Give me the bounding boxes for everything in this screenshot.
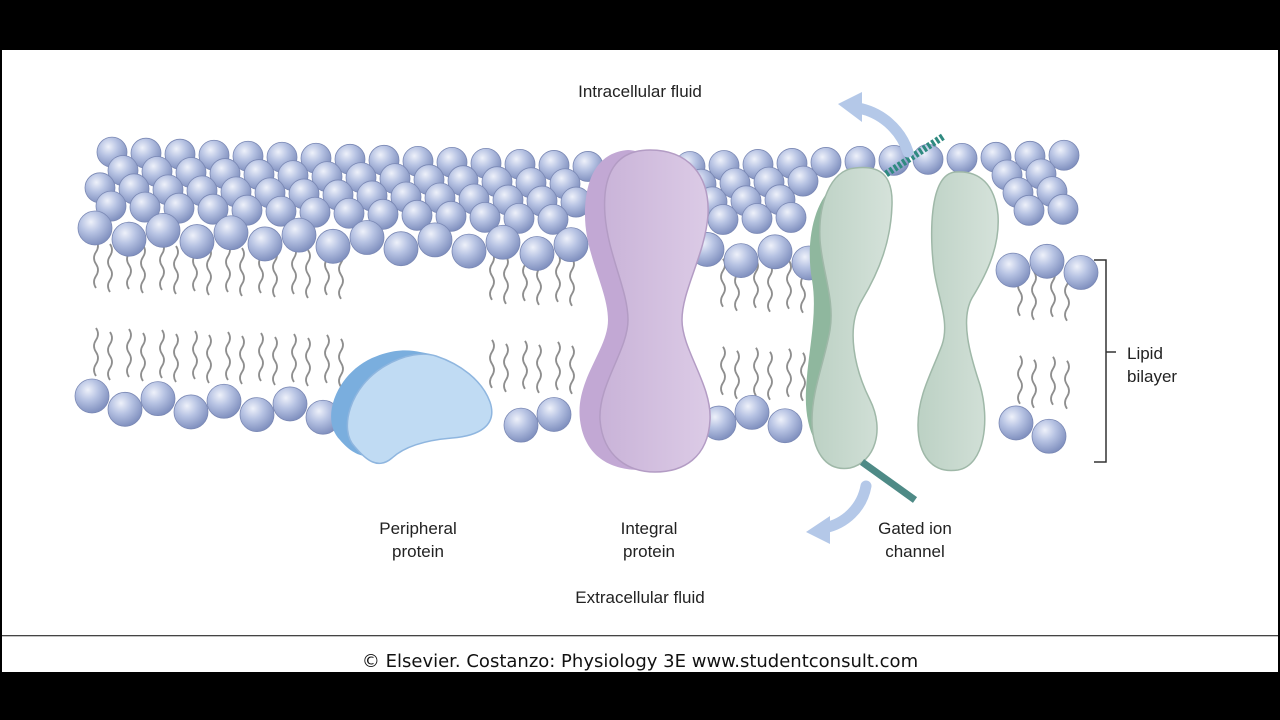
lipid-head-icon <box>214 216 248 250</box>
lipid-head-icon <box>108 392 142 426</box>
bilayer-label-line1: Lipid <box>1127 344 1163 363</box>
lipid-head-icon <box>207 384 241 418</box>
copyright-credit: © Elsevier. Costanzo: Physiology 3E www.… <box>362 651 918 672</box>
lipid-head-icon <box>947 143 977 173</box>
integral-label-line2: protein <box>623 542 675 561</box>
lipid-head-icon <box>1032 419 1066 453</box>
gated-label-line2: channel <box>885 542 945 561</box>
bilayer-label-line2: bilayer <box>1127 367 1177 386</box>
lipid-head-icon <box>384 232 418 266</box>
lipid-head-icon <box>735 395 769 429</box>
lipid-head-icon <box>452 234 486 268</box>
lipid-head-icon <box>418 223 452 257</box>
intracellular-label: Intracellular fluid <box>578 82 702 101</box>
lipid-head-icon <box>1048 194 1078 224</box>
lipid-head-icon <box>504 408 538 442</box>
lipid-head-icon <box>776 202 806 232</box>
lipid-head-icon <box>78 211 112 245</box>
lipid-head-icon <box>180 225 214 259</box>
integral-label-line1: Integral <box>621 519 678 538</box>
lipid-head-icon <box>768 409 802 443</box>
gated-label-line1: Gated ion <box>878 519 952 538</box>
lipid-head-icon <box>486 225 520 259</box>
lipid-head-icon <box>554 228 588 262</box>
lipid-head-icon <box>75 379 109 413</box>
extracellular-label: Extracellular fluid <box>575 588 704 607</box>
peripheral-label-line2: protein <box>392 542 444 561</box>
lipid-head-icon <box>350 221 384 255</box>
lipid-head-icon <box>913 144 943 174</box>
lipid-head-icon <box>1014 195 1044 225</box>
lipid-head-icon <box>999 406 1033 440</box>
lipid-head-icon <box>537 397 571 431</box>
lipid-head-icon <box>1064 256 1098 290</box>
lipid-head-icon <box>146 213 180 247</box>
lipid-head-icon <box>742 203 772 233</box>
lipid-head-icon <box>520 236 554 270</box>
lipid-head-icon <box>996 253 1030 287</box>
lipid-head-icon <box>112 222 146 256</box>
lipid-head-icon <box>758 235 792 269</box>
lipid-head-icon <box>282 218 316 252</box>
lipid-head-icon <box>724 244 758 278</box>
lipid-head-icon <box>174 395 208 429</box>
lipid-head-icon <box>316 229 350 263</box>
lipid-head-icon <box>1030 244 1064 278</box>
lipid-head-icon <box>248 227 282 261</box>
lipid-head-icon <box>240 398 274 432</box>
lipid-head-icon <box>273 387 307 421</box>
peripheral-label-line1: Peripheral <box>379 519 457 538</box>
lipid-head-icon <box>141 382 175 416</box>
lipid-head-icon <box>708 205 738 235</box>
